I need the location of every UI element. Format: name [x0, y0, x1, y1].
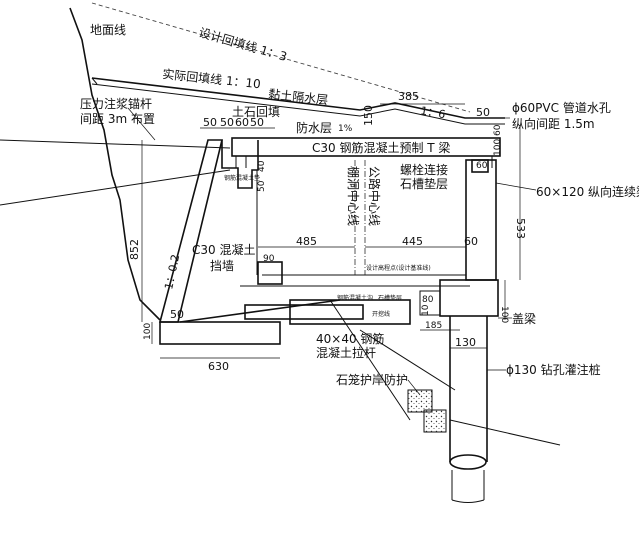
dim-text-630: 630 [208, 360, 229, 373]
label-road-center: 公路中心线 [367, 166, 382, 226]
dim-text-60a: 60 [235, 116, 249, 129]
right-column [465, 159, 497, 281]
label-slope-pct: 1% [338, 124, 353, 134]
cap-beam-small [419, 290, 441, 316]
dim-text-485: 485 [296, 235, 317, 248]
base-slab [289, 299, 411, 325]
lower-slope [359, 329, 456, 391]
cap-beam [439, 279, 499, 317]
label-design-backfill: 设计回填线 1：3 [197, 25, 288, 64]
label-clay-layer: 黏土隔水层 [268, 87, 329, 107]
drain-box [257, 261, 283, 285]
excav-line [329, 299, 411, 421]
dim-text-130: 130 [455, 336, 476, 349]
dim-text-100c: 100 [143, 323, 153, 340]
label-longi-beam: 60×120 纵向连续梁 [536, 184, 639, 199]
label-excav-line: 开挖线 [372, 310, 390, 318]
label-tie-1: 40×40 钢筋 [316, 331, 384, 346]
dim-text-50d: 50 [476, 106, 490, 119]
dim-text-80: 80 [422, 295, 434, 305]
footing-slab [244, 304, 364, 320]
dim-text-90: 90 [263, 254, 275, 264]
label-small-mid: 钢筋混凝土沟 [337, 294, 373, 302]
river-line [449, 419, 561, 446]
dim-text-50a: 50 [203, 116, 217, 129]
dim-text-185: 185 [425, 321, 442, 331]
label-stone-cushion: 石槽垫层 [378, 294, 402, 302]
label-pvc-2: 纵向间距 1.5m [512, 116, 595, 131]
tbeam-deck [231, 137, 501, 157]
dim-text-100a: 100 [493, 139, 503, 156]
label-waterproof: 防水层 [296, 120, 332, 135]
dim-text-150: 150 [362, 105, 375, 126]
pile-end [449, 454, 487, 470]
clay-layer-line [91, 83, 505, 125]
label-shed-center: 棚洞中心线 [346, 166, 361, 226]
dim-text-50e: 50 [257, 180, 267, 192]
label-cap-beam: 盖梁 [512, 311, 536, 326]
retaining-wall [158, 139, 224, 323]
dim-text-50c: 50 [250, 116, 264, 129]
dim-text-100b: 100 [499, 306, 509, 323]
anchor-bar-2 [0, 169, 231, 206]
wall-footing [159, 321, 281, 345]
gabion-1 [407, 389, 433, 413]
dim-text-60c: 60 [476, 161, 488, 171]
backfill-toe [91, 77, 98, 85]
label-soil-backfill: 土石回填 [232, 105, 280, 119]
label-bolt-1: 螺栓连接 [400, 162, 448, 177]
pile-break [451, 470, 485, 503]
road-center-text: 公路中心线 [367, 166, 382, 226]
dim-text-852: 852 [128, 239, 141, 260]
dim-text-50f: 50 [170, 308, 184, 321]
dim-text-10: 10 [421, 304, 431, 316]
label-tie-2: 混凝土拉杆 [316, 345, 376, 360]
label-ground-line: 地面线 [90, 23, 126, 37]
label-bolt-2: 石槽垫层 [400, 176, 448, 191]
ground-line [69, 7, 161, 321]
anchor-bar-1 [0, 139, 231, 149]
label-retaining-1: C30 混凝土 [192, 242, 255, 257]
label-pvc-1: ϕ60PVC 管道水孔 [512, 100, 611, 115]
label-small-left: 钢筋混凝土垫 [224, 174, 260, 182]
label-retaining-2: 挡墙 [210, 259, 234, 273]
label-anchor-1: 压力注浆锚杆 [80, 96, 152, 111]
dim-text-385: 385 [398, 90, 419, 103]
dim-text-533: 533 [514, 218, 527, 239]
shed-center-text: 棚洞中心线 [346, 166, 361, 226]
anchor-leader [127, 107, 156, 141]
label-anchor-2: 间距 3m 布置 [80, 112, 155, 126]
leader-gabion [407, 379, 421, 396]
dim-text-40: 40 [257, 160, 267, 172]
dim-text-445: 445 [402, 235, 423, 248]
tbeam-ribs [235, 156, 493, 168]
design-backfill-line [91, 2, 471, 113]
gabion-2 [423, 409, 447, 433]
label-design-elev: 设计高程点(设计基准线) [366, 264, 431, 272]
dim-text-60b: 60 [493, 124, 503, 136]
leader-longbeam [495, 182, 537, 191]
label-slope-16: 1：6 [419, 104, 446, 121]
dim-text-60d: 60 [464, 235, 478, 248]
dim-text-50b: 50 [220, 116, 234, 129]
actual-backfill-line [91, 77, 505, 119]
label-tbeam: C30 钢筋混凝土预制 T 梁 [312, 140, 450, 155]
bored-pile [449, 316, 488, 462]
label-gabion: 石笼护岸防护 [336, 372, 408, 387]
label-pile: ϕ130 钻孔灌注桩 [506, 362, 601, 377]
tie-rod [179, 299, 341, 323]
bolt-block [471, 159, 489, 173]
label-slope-02: 1：0.2 [162, 253, 182, 290]
